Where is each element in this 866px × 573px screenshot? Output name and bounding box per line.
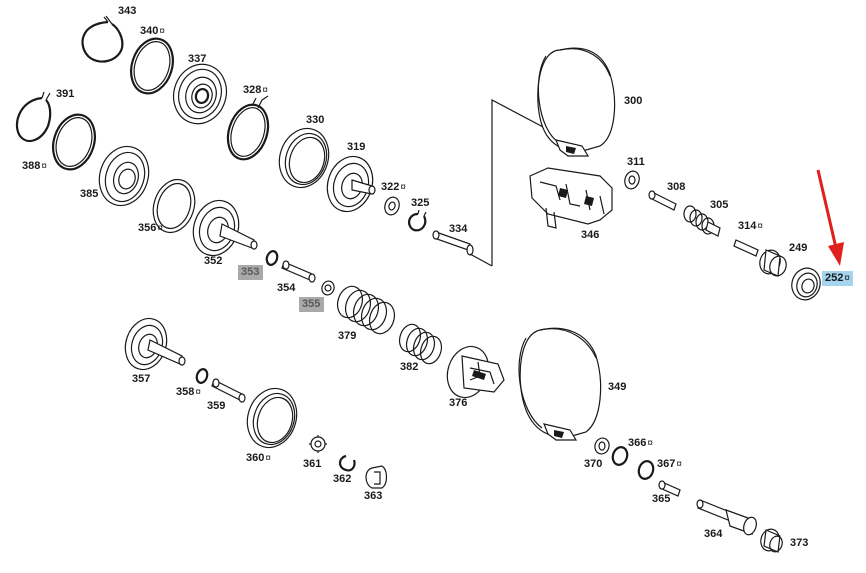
label-364: 364 <box>704 528 723 540</box>
label-305: 305 <box>710 199 729 211</box>
part-354-pin[interactable] <box>281 260 316 283</box>
label-300: 300 <box>624 95 643 107</box>
label-330: 330 <box>306 114 325 126</box>
part-325-circlip[interactable] <box>408 209 427 232</box>
part-343-snap-ring[interactable] <box>81 15 124 63</box>
label-379: 379 <box>338 330 357 342</box>
leader-line-300 <box>469 99 546 267</box>
part-252-seal-ring[interactable] <box>788 264 825 303</box>
part-367-o-ring[interactable] <box>637 459 656 480</box>
label-373: 373 <box>790 537 809 549</box>
label-252-highlighted: 252¤ <box>822 271 853 286</box>
label-363: 363 <box>364 490 383 502</box>
part-366-ring[interactable] <box>611 445 630 466</box>
red-arrow-icon <box>816 169 844 266</box>
part-361-star-washer[interactable] <box>309 435 327 453</box>
label-376: 376 <box>449 397 468 409</box>
label-356: 356¤ <box>138 222 163 234</box>
part-373-bushing[interactable] <box>758 527 784 554</box>
label-314: 314¤ <box>738 220 763 232</box>
label-359: 359 <box>207 400 226 412</box>
label-308: 308 <box>667 181 686 193</box>
part-352-piston[interactable] <box>186 195 258 262</box>
label-319: 319 <box>347 141 366 153</box>
label-365: 365 <box>652 493 671 505</box>
label-366: 366¤ <box>628 437 653 449</box>
part-322-washer[interactable] <box>383 195 402 216</box>
part-388-ring[interactable] <box>46 109 101 175</box>
part-376-servo-cover[interactable] <box>441 341 505 403</box>
part-314-pin[interactable] <box>733 239 759 257</box>
label-360: 360¤ <box>246 452 271 464</box>
label-388: 388¤ <box>22 160 47 172</box>
part-356-ring[interactable] <box>147 174 202 238</box>
label-361: 361 <box>303 458 322 470</box>
part-385-seal[interactable] <box>92 140 156 212</box>
label-355: 355 <box>299 297 325 312</box>
part-300-brake-band[interactable] <box>537 47 616 157</box>
part-359-pin[interactable] <box>211 378 246 403</box>
part-357-piston[interactable] <box>119 313 186 375</box>
label-382: 382 <box>400 361 419 373</box>
label-343: 343 <box>118 5 137 17</box>
part-319-piston[interactable] <box>320 151 379 218</box>
part-346-housing[interactable] <box>529 167 613 229</box>
label-385: 385 <box>80 188 99 200</box>
part-391-snap-ring[interactable] <box>15 91 52 143</box>
label-391: 391 <box>56 88 75 100</box>
part-308-pin[interactable] <box>648 190 677 211</box>
part-305-spring[interactable] <box>683 205 721 237</box>
part-340-ring[interactable] <box>124 33 179 99</box>
label-358: 358¤ <box>176 386 201 398</box>
label-370: 370 <box>584 458 603 470</box>
part-311-bushing[interactable] <box>623 169 642 190</box>
label-311: 311 <box>627 156 645 168</box>
label-349: 349 <box>608 381 627 393</box>
label-346: 346 <box>581 229 600 241</box>
part-337-bearing[interactable] <box>166 57 234 130</box>
label-367: 367¤ <box>657 458 682 470</box>
label-362: 362 <box>333 473 352 485</box>
part-363-spring-clip[interactable] <box>365 465 388 489</box>
label-353: 353 <box>238 265 264 280</box>
part-353-o-ring[interactable] <box>265 250 279 266</box>
label-322: 322¤ <box>381 181 406 193</box>
label-340: 340¤ <box>140 25 165 37</box>
label-325: 325 <box>411 197 430 209</box>
part-355-o-ring[interactable] <box>320 279 336 296</box>
part-328-snap-ring[interactable] <box>221 95 274 165</box>
part-365-pin[interactable] <box>658 480 681 497</box>
part-360-ring[interactable] <box>240 382 304 454</box>
label-328: 328¤ <box>243 84 268 96</box>
part-249-bushing[interactable] <box>757 247 789 277</box>
part-364-piston-rod[interactable] <box>696 499 758 536</box>
part-358-o-ring[interactable] <box>195 368 209 384</box>
part-334-pin[interactable] <box>432 230 474 256</box>
label-357: 357 <box>132 373 151 385</box>
label-249: 249 <box>789 242 808 254</box>
part-379-spring[interactable] <box>334 283 399 337</box>
part-382-spring[interactable] <box>396 322 445 367</box>
label-334: 334 <box>449 223 468 235</box>
label-352: 352 <box>204 255 223 267</box>
part-330-ring[interactable] <box>272 122 336 194</box>
part-362-clip[interactable] <box>338 454 356 472</box>
label-337: 337 <box>188 53 207 65</box>
part-370-bushing[interactable] <box>593 436 611 456</box>
label-354: 354 <box>277 282 296 294</box>
part-349-brake-band[interactable] <box>518 327 602 441</box>
